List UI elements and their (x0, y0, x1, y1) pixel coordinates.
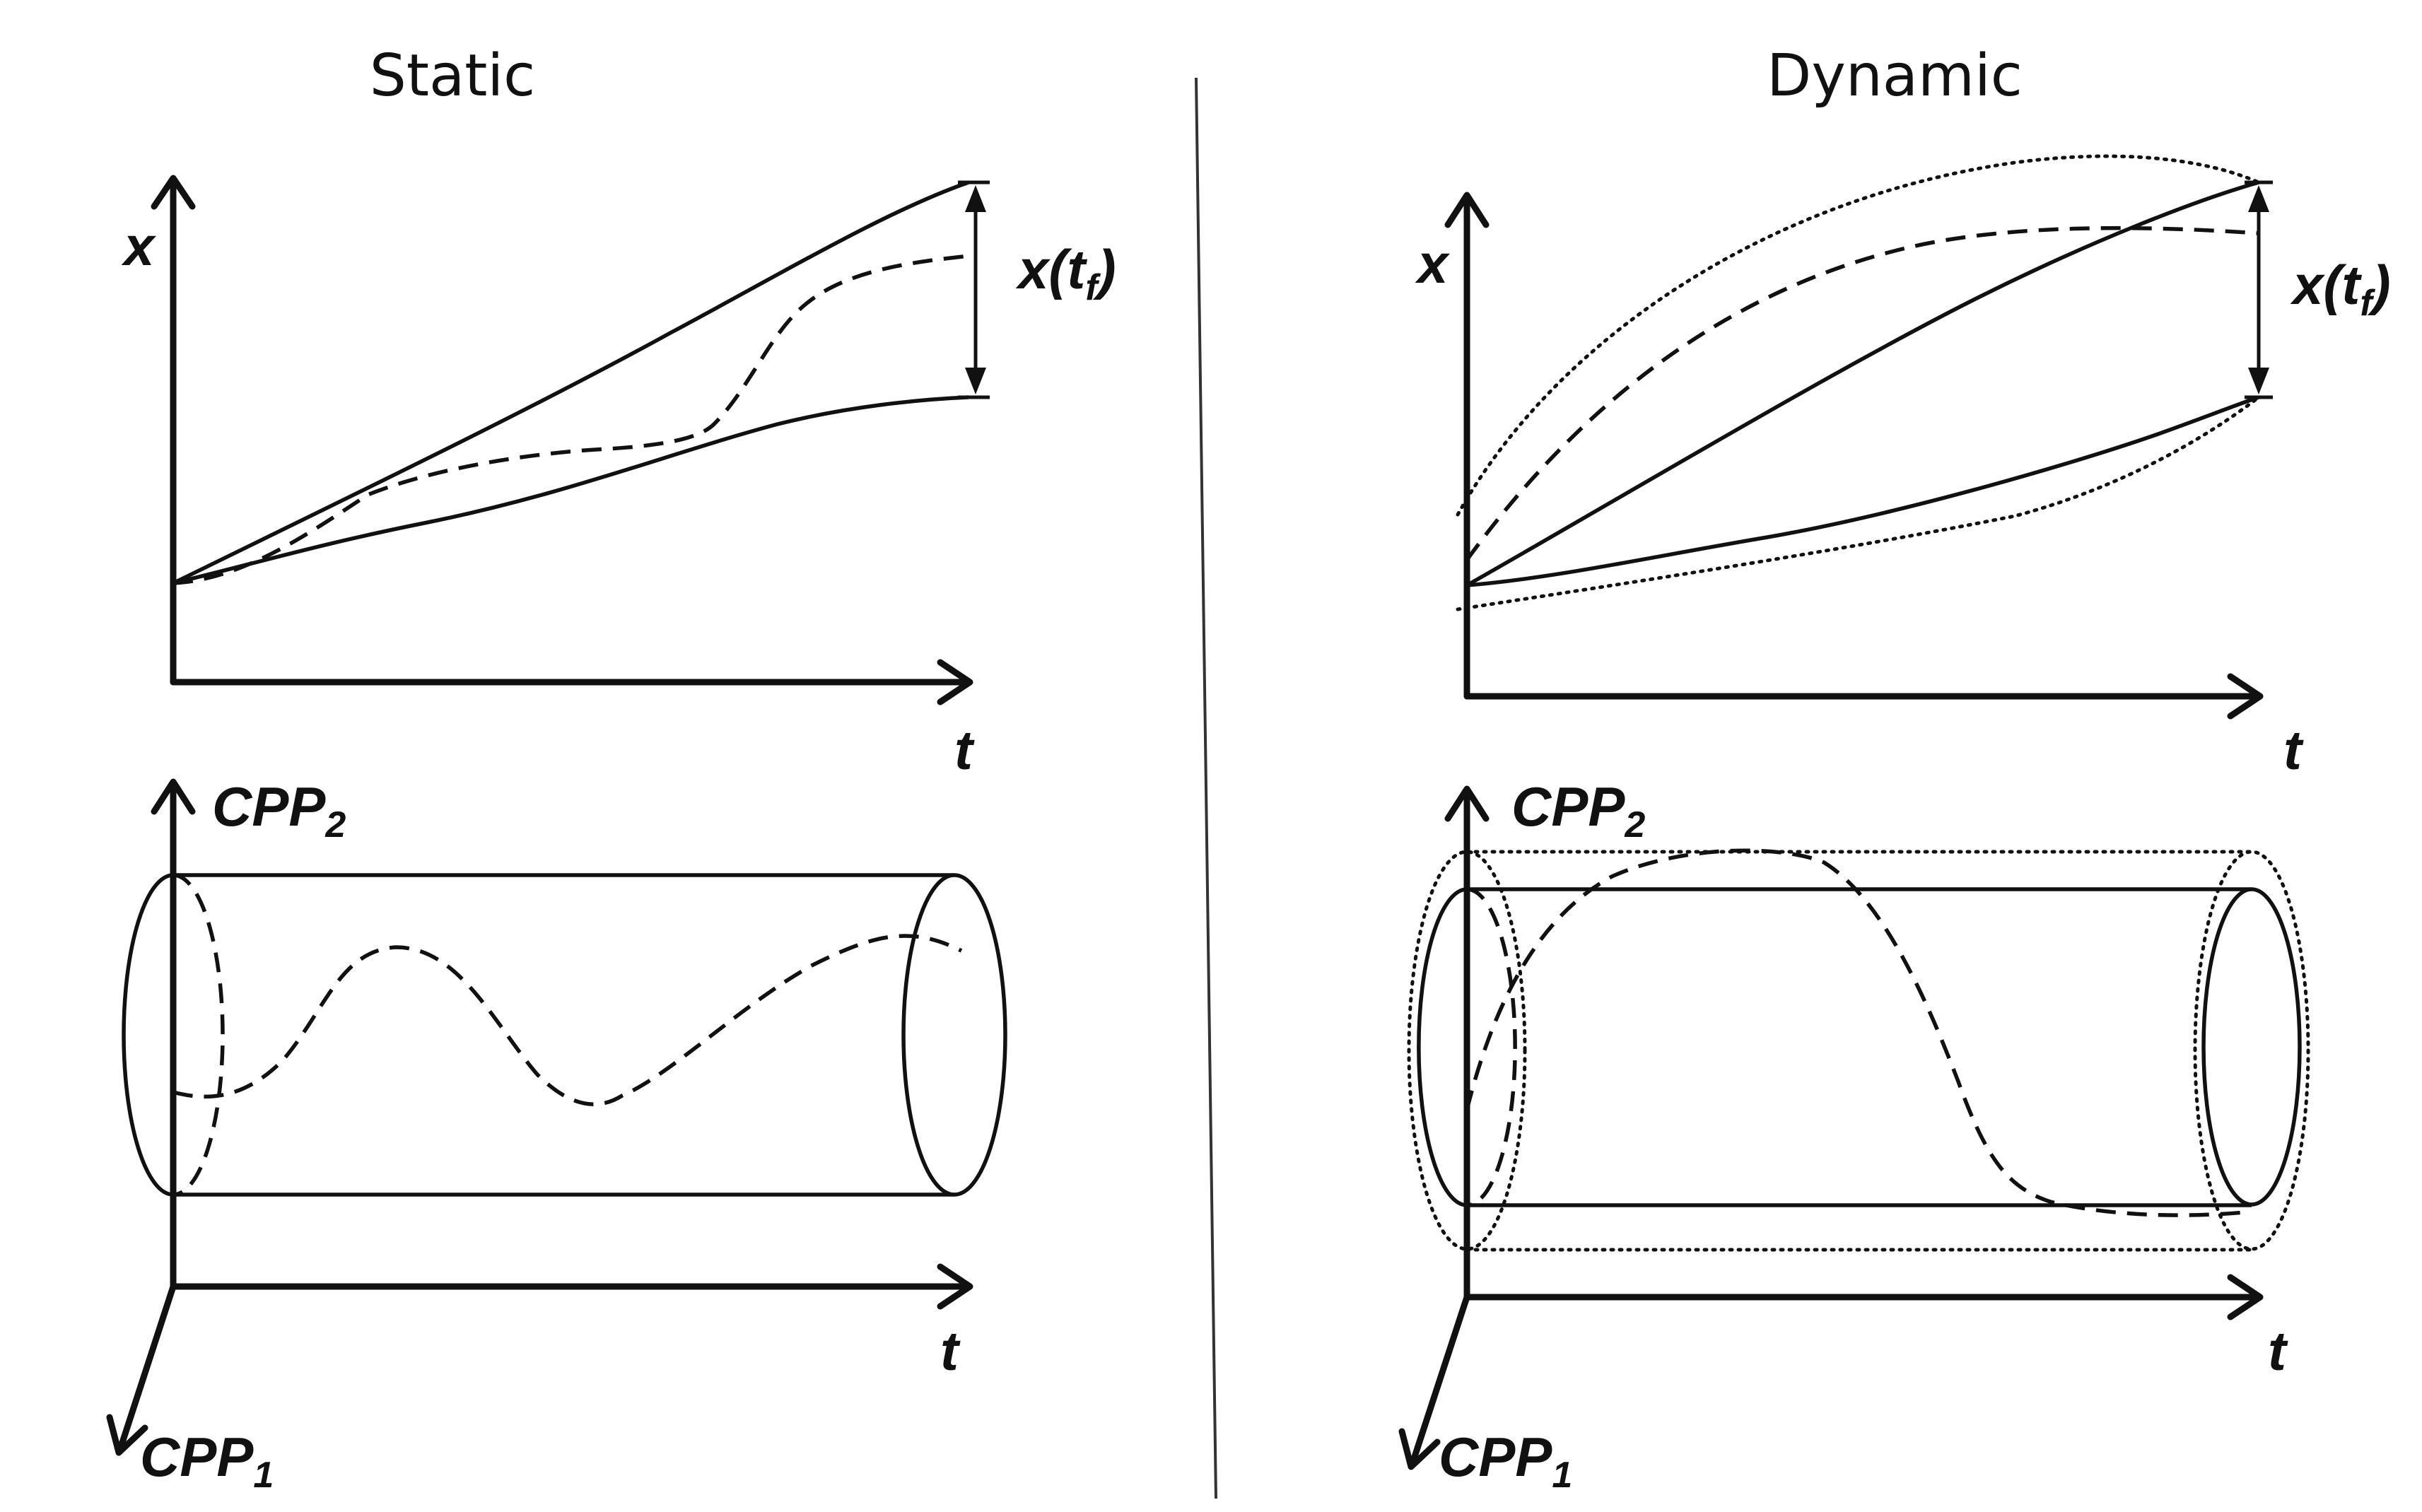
static-t-label-bottom: t (940, 1320, 961, 1382)
dynamic-lower-bound-trajectory (1466, 395, 2259, 587)
dynamic-final-state-label: x(tf) (2290, 254, 2391, 324)
dynamic-outer-upper-bound (1456, 154, 2261, 517)
static-panel: Static x t x(tf) (106, 42, 1116, 1496)
static-upper-bound-trajectory (172, 180, 969, 585)
dynamic-cpp2-label: CPP2 (1511, 775, 1645, 845)
dynamic-t-label-bottom: t (2268, 1320, 2288, 1382)
dynamic-outer-tube-right-end (2193, 850, 2310, 1251)
dynamic-x-axis-arrowhead (1444, 192, 1490, 228)
dynamic-cpp1-label: CPP1 (1439, 1426, 1572, 1496)
dynamic-upper-bound-trajectory (1466, 180, 2259, 587)
dynamic-cpp2-arrowhead (1444, 785, 1490, 822)
dynamic-final-range-arrowhead-up (2248, 185, 2269, 212)
static-cpp1-arrowhead (106, 1414, 148, 1456)
static-nominal-trajectory (172, 254, 969, 585)
dynamic-outer-lower-bound (1456, 395, 2261, 611)
static-cpp1-label: CPP1 (140, 1426, 274, 1496)
dynamic-t-axis-bottom-arrowhead (2227, 1274, 2264, 1320)
static-bottom-axes (106, 778, 973, 1456)
dynamic-inner-tube-right-end (2201, 887, 2302, 1207)
static-tube-right-end (901, 873, 1007, 1197)
dynamic-outer-tube-left-end (1407, 850, 1527, 1251)
static-tube (122, 873, 1007, 1197)
static-final-state-label: x(tf) (1015, 238, 1116, 308)
panel-divider (1195, 77, 1217, 1499)
dynamic-nominal-trajectory (1465, 225, 2259, 561)
static-cpp2-label: CPP2 (212, 775, 346, 845)
static-lower-bound-trajectory (172, 395, 969, 585)
dynamic-x-label: x (1415, 233, 1451, 295)
dynamic-bottom-axes (1398, 785, 2264, 1470)
static-title: Static (370, 42, 535, 110)
dynamic-tube-inner-trajectory (1465, 848, 2245, 1217)
dynamic-inner-tube-left-back (1466, 887, 1517, 1207)
static-t-axis-bottom-arrowhead (937, 1263, 973, 1310)
dynamic-outer-tube (1407, 850, 2310, 1252)
static-cpp1-axis (117, 1283, 177, 1453)
static-tube-left-back (172, 873, 225, 1197)
static-tube-left-front (122, 873, 174, 1197)
static-final-range-arrowhead-down (965, 368, 986, 394)
static-tube-inner-trajectory (172, 934, 963, 1106)
dynamic-inner-tube-left-front (1417, 887, 1468, 1207)
static-t-label-top: t (954, 719, 975, 781)
static-top-axes (151, 175, 973, 705)
dynamic-t-label-top: t (2283, 719, 2304, 781)
dynamic-cpp1-axis (1409, 1294, 1470, 1467)
static-t-axis-arrowhead (937, 659, 973, 705)
dynamic-t-axis-arrowhead (2227, 673, 2264, 720)
static-x-axis-arrowhead (151, 175, 196, 210)
static-final-range-arrowhead-up (965, 185, 986, 212)
static-cpp2-arrowhead (151, 778, 196, 815)
dynamic-final-range-arrowhead-down (2248, 368, 2269, 394)
dynamic-cpp1-arrowhead (1398, 1428, 1441, 1470)
dynamic-top-axes (1444, 192, 2264, 720)
static-x-label: x (121, 215, 157, 277)
dynamic-inner-tube (1417, 887, 2302, 1207)
dynamic-panel: Dynamic x t x(tf) (1398, 42, 2391, 1496)
dynamic-title: Dynamic (1767, 42, 2023, 110)
